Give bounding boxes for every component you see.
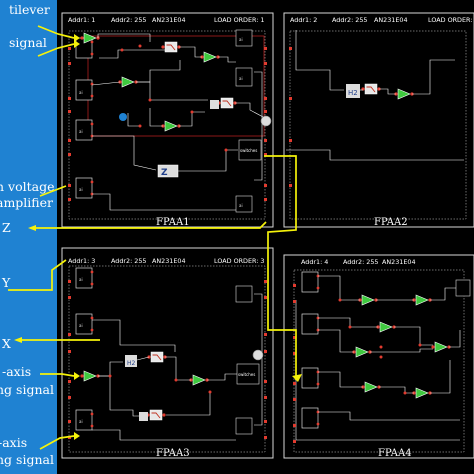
fpaa1-addr1: Addr1: 1: [68, 16, 95, 24]
label-y-scanning-signal: ng signal: [0, 452, 54, 467]
fpaa3-addr1: Addr1: 3: [68, 257, 95, 265]
fpaa-4: Addr1: 4 Addr2: 255 AN231E04 FPAA4: [283, 254, 474, 459]
fpaa1-addr2: Addr2: 255: [111, 16, 146, 24]
fpaa4-caption: FPAA4: [378, 448, 412, 459]
switch-label: switches: [240, 148, 257, 153]
label-signal: signal: [9, 35, 47, 50]
io-label: ai: [79, 419, 83, 424]
fpaa3-load-order: LOAD ORDER: 3: [214, 257, 265, 265]
fpaa2-addr1: Addr1: 2: [290, 16, 317, 24]
fpaa4-chip: AN231E04: [382, 258, 416, 266]
fpaa3-addr2: Addr2: 255: [111, 257, 146, 265]
switch-label: switches: [238, 372, 255, 377]
fpaa-2: Addr1: 2 Addr2: 255 AN231E04 LOAD ORDER:…: [283, 12, 474, 228]
hold-label: H2: [127, 360, 136, 367]
label-y-axis: -axis: [0, 435, 28, 450]
label-x-scanning-signal: ng signal: [0, 382, 54, 397]
label-amplifier: amplifier: [0, 195, 54, 210]
io-label: ai: [79, 129, 83, 134]
fpaa1-chip: AN231E04: [152, 16, 186, 24]
sidebar-panel: tilever signal h voltage amplifier Z Y X…: [0, 0, 57, 474]
fpaa-1: Addr1: 1 Addr2: 255 AN231E04 LOAD ORDER:…: [61, 12, 274, 228]
io-label: ai: [79, 187, 83, 192]
fpaa2-addr2: Addr2: 255: [332, 16, 367, 24]
label-y: Y: [2, 275, 11, 290]
fpaa2-chip: AN231E04: [374, 16, 408, 24]
svg-text:Z: Z: [161, 168, 168, 178]
fpaa1-caption: FPAA1: [156, 217, 190, 228]
fpaa2-caption: FPAA2: [374, 217, 408, 228]
fpaa3-chip: AN231E04: [152, 257, 186, 265]
io-label: ai: [79, 323, 83, 328]
fpaa-3: Addr1: 3 Addr2: 255 AN231E04 LOAD ORDER:…: [61, 247, 274, 459]
fpaa1-load-order: LOAD ORDER: 1: [214, 16, 265, 24]
fpaa3-caption: FPAA3: [156, 448, 190, 459]
fpaa4-addr2: Addr2: 255: [343, 258, 378, 266]
io-label: ai: [239, 76, 243, 81]
fpaa2-load-order: LOAD ORDER: 2: [428, 16, 474, 24]
fpaa4-addr1: Addr1: 4: [301, 258, 328, 266]
label-z: Z: [2, 220, 11, 235]
label-cantilever: tilever: [9, 2, 50, 17]
io-label: ai: [239, 37, 243, 42]
io-label: ai: [239, 203, 243, 208]
hold-label: H2: [348, 89, 358, 97]
io-label: ai: [79, 277, 83, 282]
label-high-voltage: h voltage: [0, 179, 55, 194]
signal-paths: [8, 25, 297, 450]
label-x: X: [2, 336, 11, 351]
io-label: ai: [79, 90, 83, 95]
label-x-axis: -axis: [2, 364, 32, 379]
